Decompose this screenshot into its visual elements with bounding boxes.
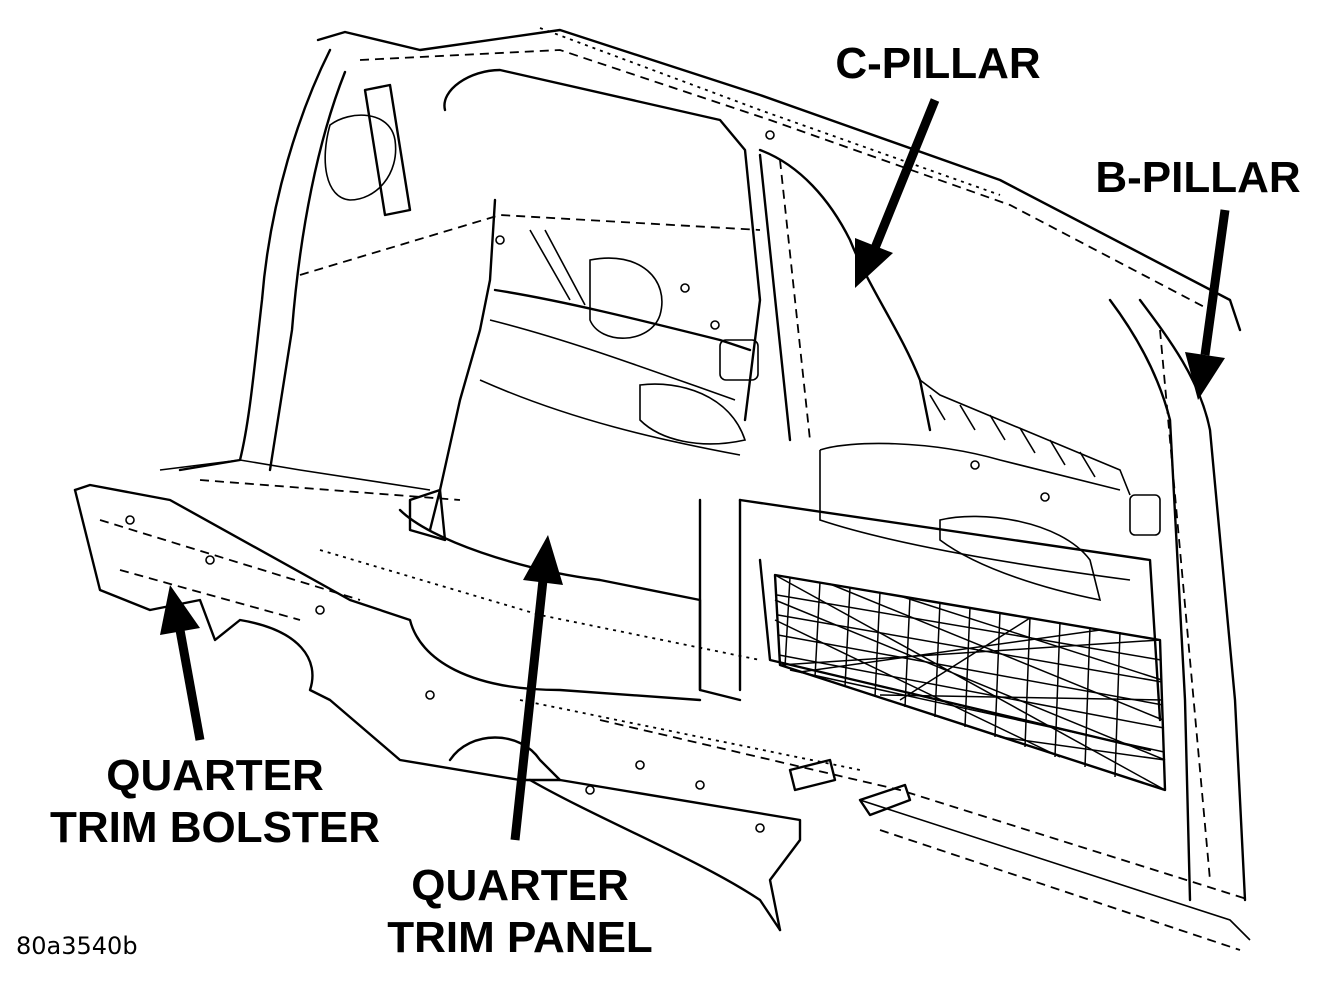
quarter-trim-bolster-label-line1: QUARTER <box>106 751 324 800</box>
callout-labels: C-PILLAR B-PILLAR QUARTER TRIM BOLSTER Q… <box>16 39 1301 962</box>
figure-id: 80a3540b <box>16 932 138 960</box>
vehicle-interior-drawing <box>73 27 1251 951</box>
c-pillar-arrow <box>870 98 940 250</box>
quarter-trim-bolster-arrow <box>175 629 205 741</box>
b-pillar-label: B-PILLAR <box>1095 153 1300 202</box>
c-pillar-label: C-PILLAR <box>835 39 1040 88</box>
quarter-trim-panel-label-line2: TRIM PANEL <box>387 913 653 962</box>
fastener-marks <box>125 130 1050 833</box>
b-pillar-arrow <box>1200 209 1230 356</box>
callout-arrows <box>160 98 1230 841</box>
cargo-net <box>773 573 1167 792</box>
quarter-trim-panel-label-line1: QUARTER <box>411 861 629 910</box>
quarter-trim-panel-arrow <box>510 579 548 841</box>
quarter-trim-bolster-label-line2: TRIM BOLSTER <box>50 803 380 852</box>
